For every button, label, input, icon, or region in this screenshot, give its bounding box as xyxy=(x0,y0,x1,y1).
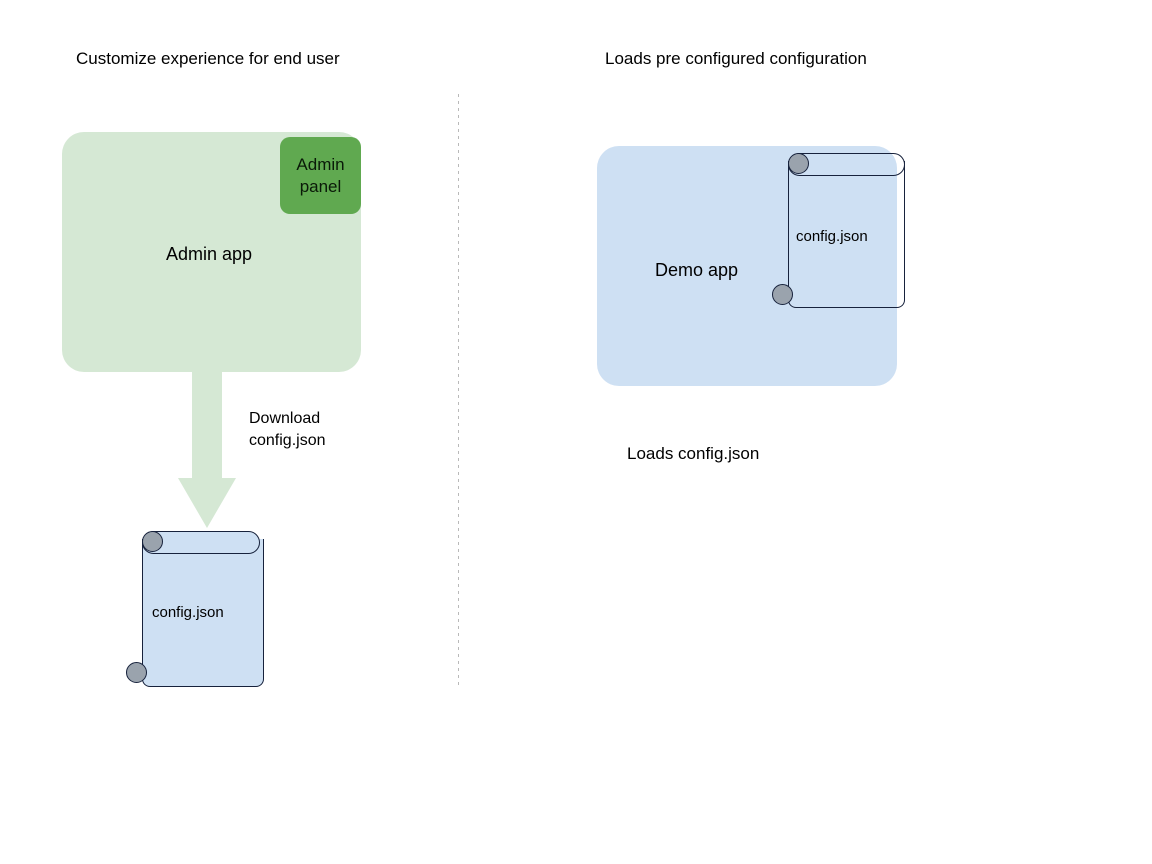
config-json-document-left[interactable]: config.json xyxy=(124,530,264,690)
admin-app-label: Admin app xyxy=(166,244,253,264)
admin-panel-badge[interactable]: Admin panel xyxy=(280,137,361,214)
document-body xyxy=(788,161,905,308)
column-title-left: Customize experience for end user xyxy=(76,49,340,68)
document-top-roll-knob-icon xyxy=(788,153,809,174)
document-body xyxy=(142,539,264,687)
download-arrow-label: Download config.json xyxy=(249,410,326,449)
loads-config-caption: Loads config.json xyxy=(627,444,760,463)
document-bottom-roll-knob-icon xyxy=(126,662,147,683)
demo-app-label: Demo app xyxy=(655,260,739,280)
down-block-arrow-icon xyxy=(178,370,236,528)
column-title-right: Loads pre configured configuration xyxy=(605,49,867,68)
document-label: config.json xyxy=(152,604,224,621)
document-bottom-roll-knob-icon xyxy=(772,284,793,305)
vertical-dotted-divider-icon xyxy=(458,94,459,686)
document-label: config.json xyxy=(796,228,868,245)
demo-app-box xyxy=(597,146,897,386)
config-json-document-right[interactable]: config.json xyxy=(770,152,910,312)
document-top-roll-knob-icon xyxy=(142,531,163,552)
